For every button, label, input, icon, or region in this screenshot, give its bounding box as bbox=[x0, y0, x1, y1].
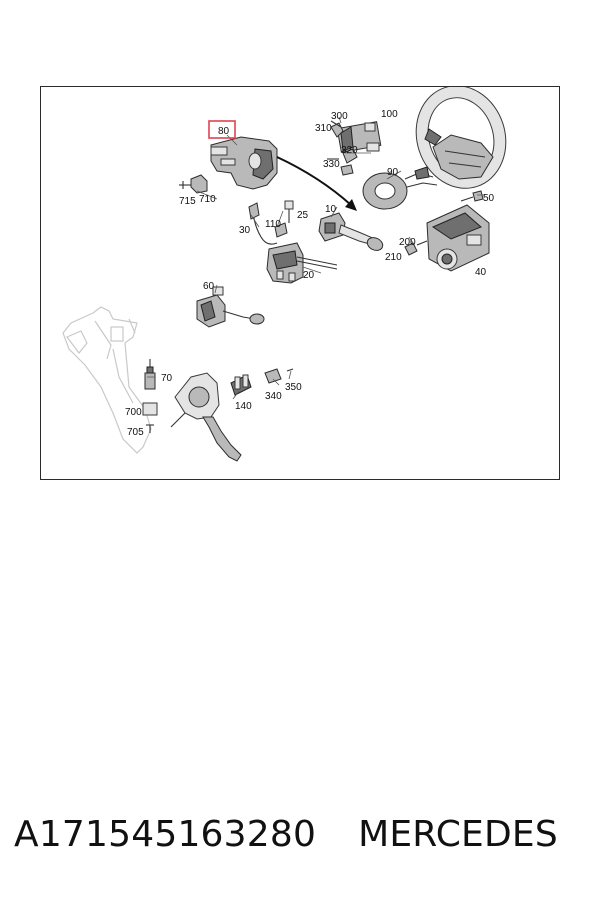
callout-300: 300 bbox=[331, 111, 348, 122]
callout-700: 700 bbox=[125, 407, 142, 418]
callout-90: 90 bbox=[387, 167, 399, 178]
callout-320: 320 bbox=[341, 145, 358, 156]
part-90-clock-spring bbox=[362, 166, 438, 210]
callout-710: 710 bbox=[199, 194, 216, 205]
part-number: A171545163280 bbox=[14, 813, 317, 855]
parts-diagram: 80 300 310 100 320 330 90 715 710 50 110… bbox=[40, 86, 560, 480]
product-caption: A171545163280 MERCEDES bbox=[14, 806, 594, 862]
callout-210: 210 bbox=[385, 252, 402, 263]
callout-330: 330 bbox=[323, 159, 340, 170]
callout-70: 70 bbox=[161, 373, 173, 384]
callout-80-highlight bbox=[208, 120, 236, 139]
exploded-view-drawing: 80 300 310 100 320 330 90 715 710 50 110… bbox=[62, 87, 507, 462]
arrow-head bbox=[345, 199, 357, 211]
callout-60: 60 bbox=[203, 281, 215, 292]
brake-pedal-assembly bbox=[170, 368, 294, 462]
part-80-switch bbox=[179, 136, 278, 194]
callout-10: 10 bbox=[325, 204, 337, 215]
callout-25: 25 bbox=[297, 210, 309, 221]
part-100-switch-module bbox=[327, 120, 382, 176]
callout-20: 20 bbox=[303, 270, 315, 281]
part-40-control-unit bbox=[404, 190, 490, 272]
callout-40: 40 bbox=[475, 267, 487, 278]
steering-wheel bbox=[415, 87, 507, 189]
callout-340: 340 bbox=[265, 391, 282, 402]
callout-30: 30 bbox=[239, 225, 251, 236]
callout-200: 200 bbox=[399, 237, 416, 248]
part-70-stop-light-switch bbox=[142, 359, 158, 433]
part-10-stalk-switch bbox=[318, 212, 384, 251]
callout-310: 310 bbox=[315, 123, 332, 134]
callout-50: 50 bbox=[483, 193, 495, 204]
part-60-lever-switch bbox=[196, 286, 265, 328]
leader-lines bbox=[147, 116, 485, 400]
callout-350: 350 bbox=[285, 382, 302, 393]
callout-100: 100 bbox=[381, 109, 398, 120]
pedal-assembly-ghost bbox=[62, 306, 152, 454]
callout-110: 110 bbox=[265, 219, 281, 230]
callout-715: 715 bbox=[179, 196, 196, 207]
callout-140: 140 bbox=[235, 401, 252, 412]
callout-80: 80 bbox=[218, 126, 230, 137]
relocation-arrow bbox=[276, 156, 352, 206]
brand-name: MERCEDES bbox=[358, 813, 558, 855]
callout-705: 705 bbox=[127, 427, 144, 438]
part-20-stalk-assembly bbox=[248, 200, 338, 284]
